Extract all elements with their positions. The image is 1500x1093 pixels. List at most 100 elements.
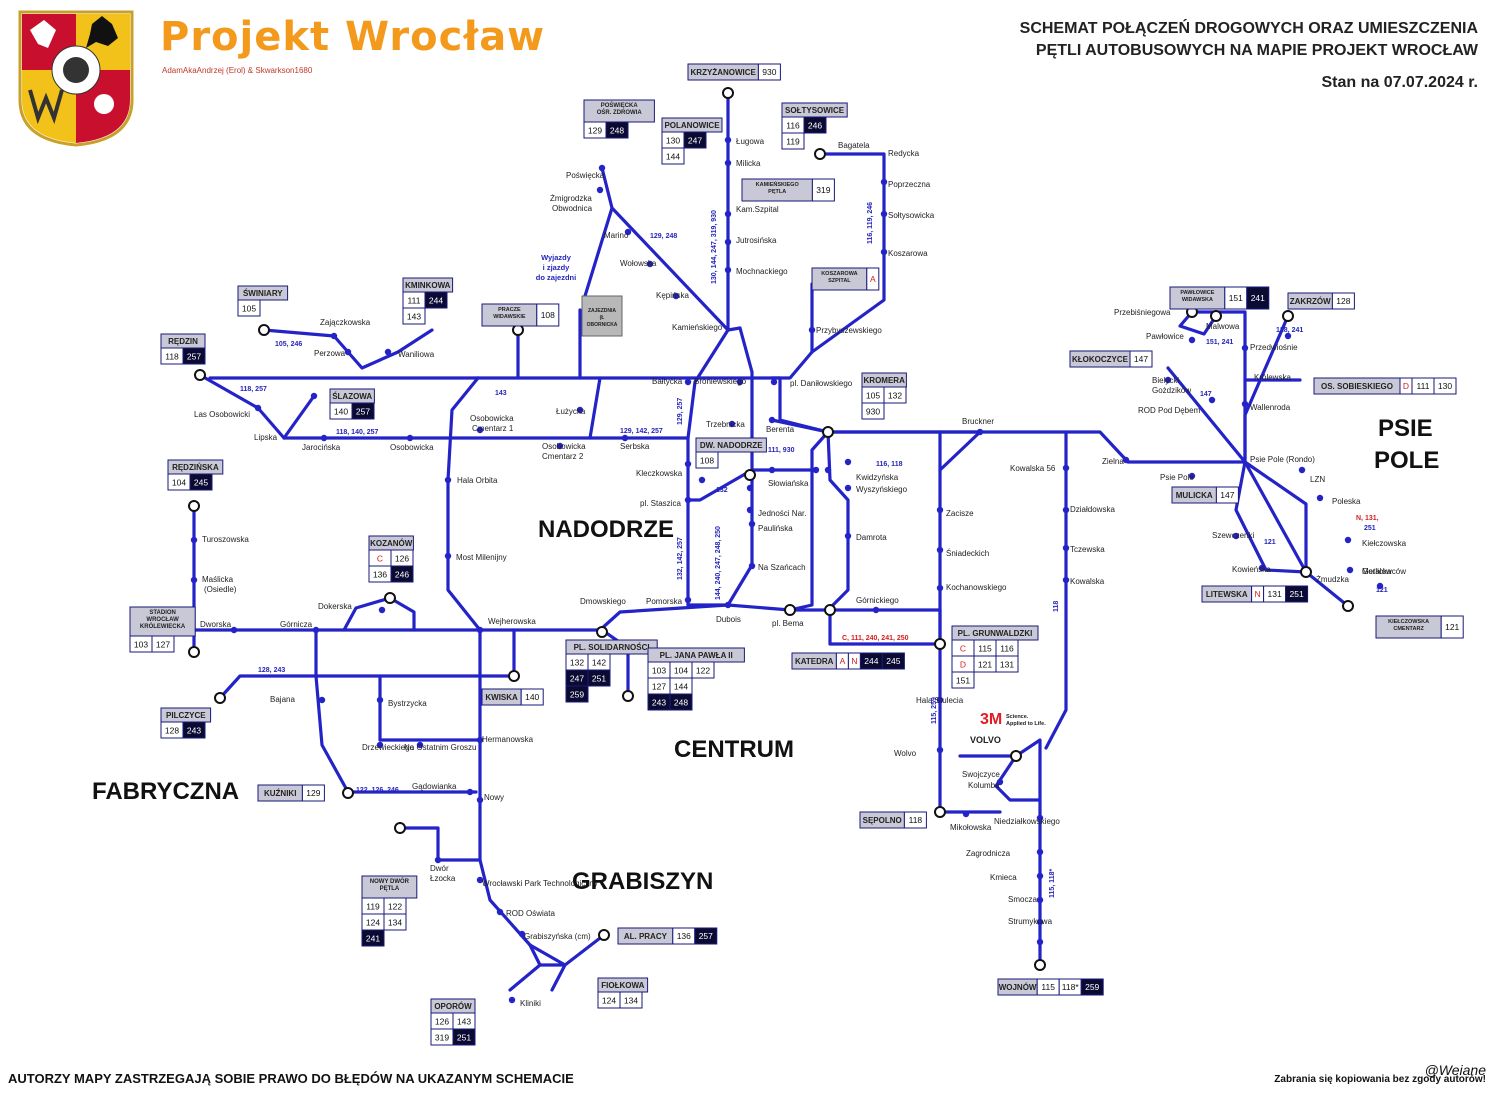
route-number: 251 xyxy=(592,674,606,684)
district-psie-pole-2: POLE xyxy=(1374,447,1440,474)
route-number: D xyxy=(960,660,966,670)
road-line xyxy=(1166,366,1247,464)
stop-dot xyxy=(576,406,584,414)
loop-terminal xyxy=(722,87,734,99)
loop-terminal xyxy=(744,469,756,481)
stop-dot xyxy=(518,930,526,938)
stop-name: Perzowa xyxy=(314,349,346,358)
loop-name: LITEWSKA xyxy=(1206,590,1248,599)
stop-name: Kmieca xyxy=(990,873,1017,882)
stop-dot xyxy=(768,416,776,424)
loop-name: KŁOKOCZYCE xyxy=(1072,355,1129,364)
stop-dot xyxy=(1036,938,1044,946)
route-label: 251 xyxy=(1364,525,1376,532)
stop-dot xyxy=(376,741,384,749)
stop-name: Wołowska xyxy=(620,259,657,268)
route-label: 147 xyxy=(1200,391,1212,398)
stop-dot xyxy=(698,476,706,484)
route-number: 143 xyxy=(407,312,421,322)
loop-name: KMINKOWA xyxy=(405,281,451,290)
stop-dot xyxy=(596,186,604,194)
stop-dot xyxy=(254,404,262,412)
stop-dot xyxy=(466,788,474,796)
road-line xyxy=(528,933,606,992)
stop-dot xyxy=(320,434,328,442)
stop-dot xyxy=(1298,466,1306,474)
stop-dot xyxy=(1346,566,1354,574)
loop-name: NOWY DWÓR xyxy=(370,877,410,885)
route-number: 147 xyxy=(1220,490,1234,500)
depot-name: OBORNICKA xyxy=(587,322,618,328)
route-number: 122 xyxy=(696,666,710,676)
stop-name: Broniewskiego xyxy=(694,377,747,386)
route-number: 130 xyxy=(1438,381,1452,391)
footer-signature: @Weiane xyxy=(1424,1062,1486,1078)
loop-terminal xyxy=(194,369,206,381)
stop-dot xyxy=(1316,494,1324,502)
road-line xyxy=(588,376,602,440)
loop-name: ŚWINIARY xyxy=(243,289,283,298)
route-number: 115 xyxy=(978,644,992,654)
stop-dot xyxy=(880,178,888,186)
map-title-line2: PĘTLI AUTOBUSOWYCH NA MAPIE PROJEKT WROC… xyxy=(1035,42,1478,59)
loop-name: POLANOWICE xyxy=(664,121,720,130)
stop-name: Nowy xyxy=(484,793,504,802)
road-line xyxy=(600,166,742,332)
loop-name: KROMERA xyxy=(864,376,906,385)
loop-terminal xyxy=(214,692,226,704)
loop-terminal xyxy=(934,638,946,650)
stop-dot xyxy=(976,428,984,436)
stop-dot xyxy=(621,434,629,442)
loop-name: KRÓLEWIECKA xyxy=(140,622,186,630)
stop-name: Hermanowska xyxy=(482,735,534,744)
loop-terminal xyxy=(934,806,946,818)
route-label: C, 111, 240, 241, 250 xyxy=(842,635,909,642)
stop-dot xyxy=(724,159,732,167)
stop-dot xyxy=(476,796,484,804)
loop-terminal xyxy=(824,604,836,616)
stop-dot xyxy=(1036,896,1044,904)
stop-dot xyxy=(746,506,754,514)
stop-name: Pomorska xyxy=(646,597,683,606)
stop-dot xyxy=(508,996,516,1004)
stop-dot xyxy=(936,584,944,592)
road-line xyxy=(1190,310,1247,464)
route-label: 118 xyxy=(1053,601,1060,612)
loop-terminal xyxy=(784,604,796,616)
loop-terminal xyxy=(188,500,200,512)
road-line xyxy=(262,328,434,370)
stop-name: Żmudzka xyxy=(1316,575,1349,584)
route-number: 126 xyxy=(395,554,409,564)
stop-name: Bagatela xyxy=(838,141,870,150)
stop-name: Kolumba xyxy=(968,781,1000,790)
stop-dot xyxy=(444,476,452,484)
stop-name: Ługowa xyxy=(736,137,765,146)
stop-dot xyxy=(724,238,732,246)
stop-dot xyxy=(230,626,238,634)
stop-name: Grabiszyńska (cm) xyxy=(524,932,591,941)
stop-name: (Osiedle) xyxy=(204,585,237,594)
route-number: 116 xyxy=(1000,644,1014,654)
stop-name: Bystrzycka xyxy=(388,699,427,708)
route-label: 130, 144, 247, 319, 930 xyxy=(711,210,718,284)
stop-name: Łużycka xyxy=(556,407,586,416)
stop-dot xyxy=(724,601,732,609)
stop-dot xyxy=(724,210,732,218)
stop-name: ROD Pod Dębem xyxy=(1138,406,1201,415)
route-number: 319 xyxy=(435,1033,449,1043)
loop-name: ŚLAZOWA xyxy=(332,392,372,401)
stop-name: Wolvo xyxy=(894,749,917,758)
stop-name: Królewska xyxy=(1254,373,1291,382)
stop-name: Dworska xyxy=(200,620,232,629)
